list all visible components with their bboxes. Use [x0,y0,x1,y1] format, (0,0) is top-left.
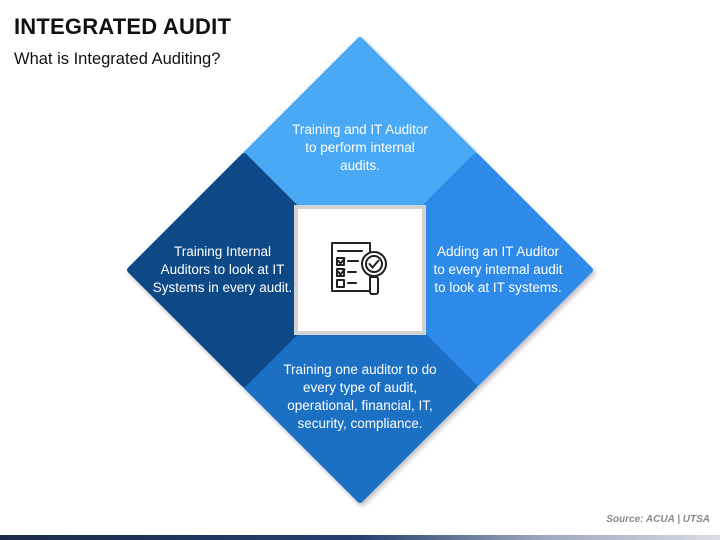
center-panel [294,205,426,335]
segment-left-text: Training Internal Auditors to look at IT… [152,244,293,295]
bottom-accent-bar [0,535,720,540]
page-subtitle: What is Integrated Auditing? [14,50,221,68]
audit-checklist-magnifier-icon [331,242,387,295]
segment-top-text: Training and IT Auditor to perform inter… [292,122,428,173]
segment-bottom-text: Training one auditor to do every type of… [283,362,437,431]
page-title: INTEGRATED AUDIT [14,14,232,39]
segment-right-text: Adding an IT Auditor to every internal a… [433,244,563,295]
source-note: Source: ACUA | UTSA [606,514,710,525]
